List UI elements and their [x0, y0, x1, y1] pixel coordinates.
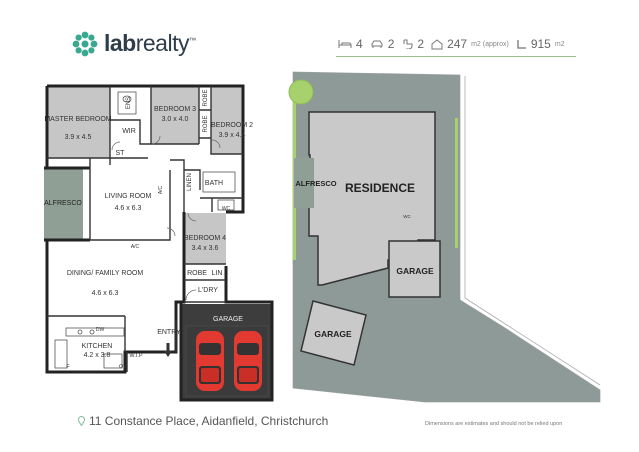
storage-label: ST — [116, 150, 126, 157]
lin-label: LIN — [212, 270, 223, 277]
master-bedroom-fill — [47, 86, 110, 158]
stat-bedrooms: 4 — [338, 37, 363, 51]
robe-low-label: ROBE — [187, 270, 207, 277]
bath-label: BATH — [205, 180, 223, 187]
wir-label: WIR — [122, 128, 136, 135]
site-alfresco — [294, 158, 314, 208]
ensuite-label: ENS — [126, 97, 132, 109]
site-garage-attached — [388, 240, 441, 298]
robe-top-label: ROBE — [203, 89, 209, 106]
disclaimer: Dimensions are estimates and should not … — [425, 421, 563, 427]
bedroom3-dim: 3.0 x 4.0 — [162, 116, 189, 123]
bedroom3-label: BEDROOM 3 — [154, 106, 196, 113]
house-icon — [431, 38, 443, 49]
brand-name: labrealty™ — [104, 30, 196, 56]
kitchen-label: KITCHEN — [82, 343, 113, 350]
living-room-label: LIVING ROOM — [105, 193, 152, 200]
site-garage1-label: GARAGE — [396, 266, 434, 276]
bedroom3-fill — [151, 86, 199, 144]
bed-icon — [338, 40, 352, 48]
brand-logo: labrealty™ — [72, 30, 196, 57]
kitchen-dim: 4.2 x 3.8 — [84, 352, 111, 359]
ac-label-living: A/C — [158, 185, 164, 194]
car-left — [196, 331, 224, 391]
site-plan: ALFRESCO RESIDENCE GARAGE GARAGE WC — [288, 71, 601, 403]
hedge-right — [455, 118, 458, 248]
bedroom4-dim: 3.4 x 3.6 — [192, 245, 219, 252]
laundry-label: L'DRY — [198, 287, 218, 294]
bedroom2-fill — [211, 86, 243, 154]
bedroom2-dim: 3.9 x 4.4 — [219, 132, 246, 139]
bedroom4-label: BEDROOM 4 — [184, 235, 226, 242]
stat-garages: 2 — [370, 37, 394, 51]
house-outer-wall — [45, 84, 274, 402]
asterisk-logo-icon — [72, 31, 98, 56]
entry-label: ENTRY — [157, 329, 181, 336]
site-wc-label: WC — [403, 214, 411, 219]
neighbor-land — [464, 76, 601, 386]
header-divider — [336, 56, 576, 57]
wip-label: W.I.P — [129, 353, 142, 359]
bedroom4-fill — [184, 213, 226, 264]
bedroom2-label: BEDROOM 2 — [211, 122, 253, 129]
master-bedroom-label: MASTER BEDROOM — [44, 116, 111, 123]
toilet-icon — [403, 39, 413, 49]
wc-label: WC — [222, 206, 231, 212]
tree — [288, 79, 314, 105]
site-garage2-label: GARAGE — [314, 329, 352, 339]
land-area-icon — [517, 39, 526, 49]
ac-label-dining: A/C — [131, 244, 140, 250]
entry-arrow-icon — [164, 343, 172, 357]
robe-mid-label: ROBE — [203, 115, 209, 132]
dining-label: DINING/ FAMILY ROOM — [67, 270, 144, 277]
car-right — [234, 331, 262, 391]
stat-bathrooms: 2 — [401, 37, 424, 51]
address-text: 11 Constance Place, Aidanfield, Christch… — [89, 414, 329, 428]
address-line: 11 Constance Place, Aidanfield, Christch… — [78, 414, 328, 428]
living-room-dim: 4.6 x 6.3 — [115, 205, 142, 212]
location-pin-icon — [78, 416, 85, 426]
dining-dim: 4.6 x 6.3 — [92, 290, 119, 297]
linen-label: LINEN — [187, 173, 193, 191]
master-bedroom-dim: 3.9 x 4.5 — [65, 134, 92, 141]
residence-label: RESIDENCE — [345, 181, 415, 195]
dishwasher-label: DW — [96, 327, 105, 333]
site-alfresco-label: ALFRESCO — [295, 179, 336, 188]
floor-plan: MASTER BEDROOM 3.9 x 4.5 ENS WIR BEDROOM… — [44, 84, 274, 402]
garage-label: GARAGE — [213, 316, 243, 323]
alfresco-label: ALFRESCO — [44, 200, 82, 207]
oven-label: OV — [119, 364, 127, 370]
site-garage-detached — [300, 300, 367, 366]
alfresco-fill — [44, 168, 83, 240]
alfresco-wall — [44, 166, 90, 242]
garage-cars — [196, 331, 262, 391]
fridge-label: F — [66, 364, 70, 370]
car-icon — [371, 40, 383, 48]
